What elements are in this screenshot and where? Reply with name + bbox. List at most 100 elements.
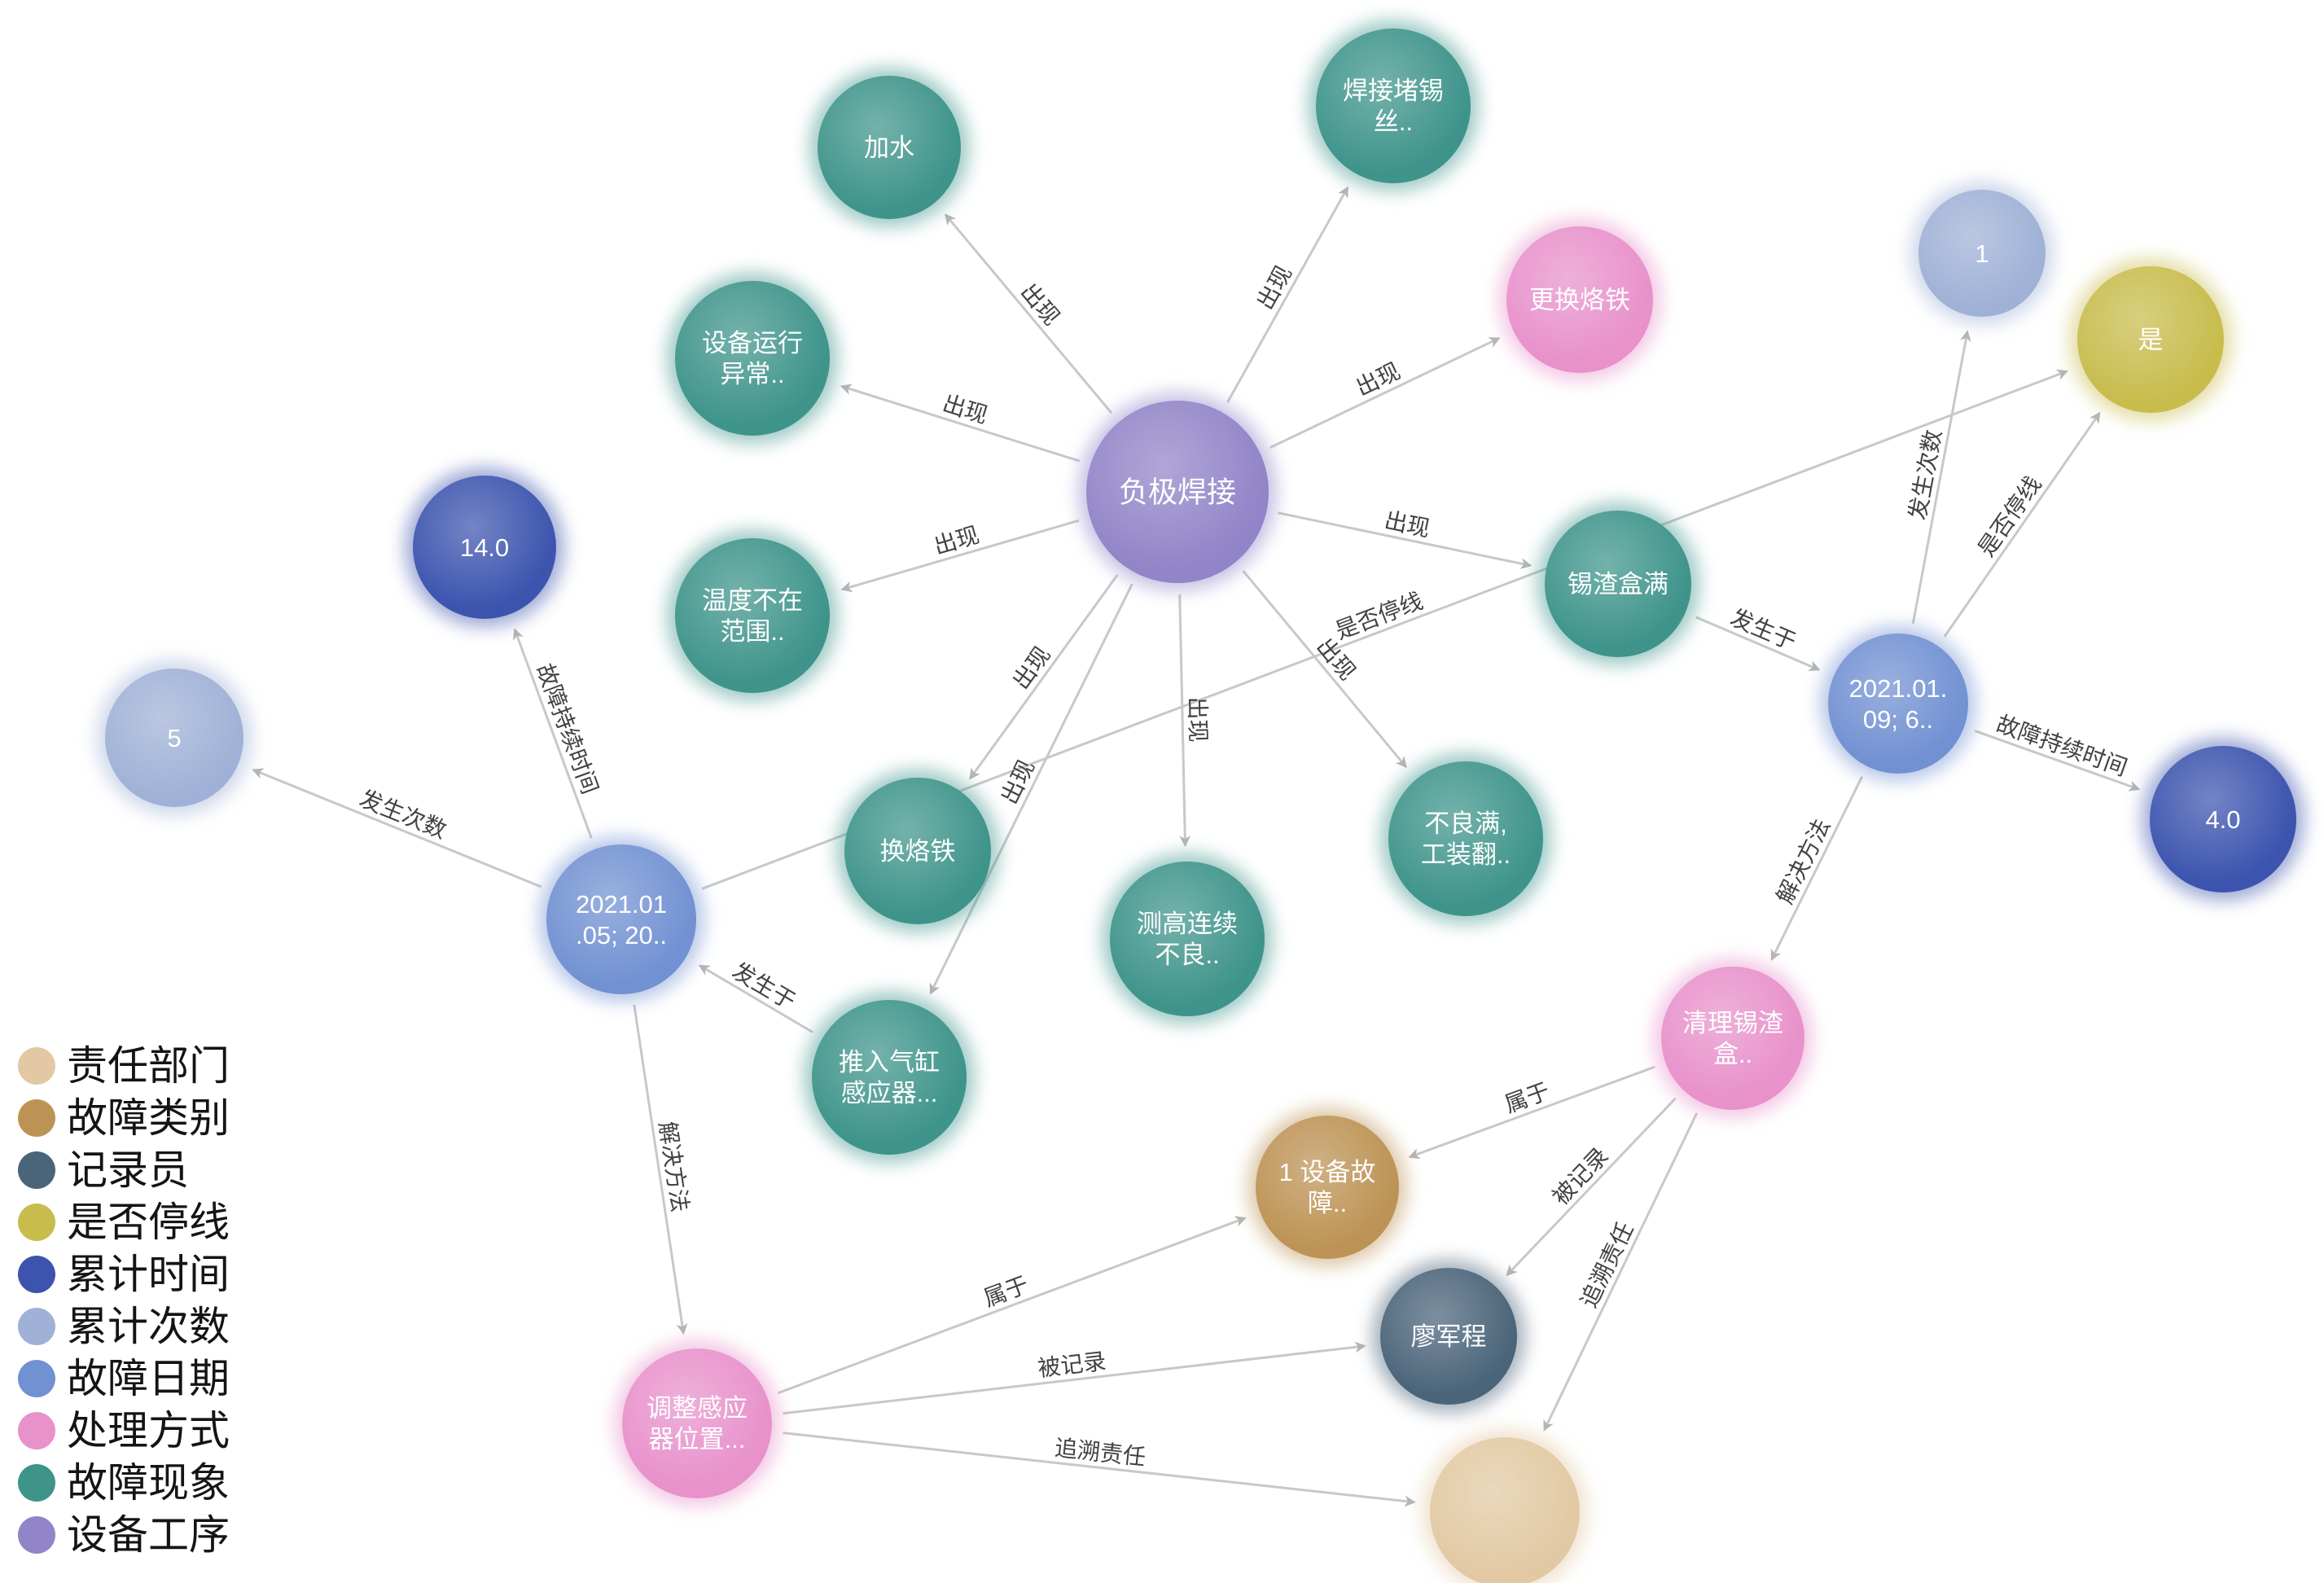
node-label: 不良满,工装翻.. — [1421, 809, 1511, 869]
graph-edge-qingli-shebeiguzhang — [1408, 1065, 1655, 1160]
legend-label: 累计时间 — [67, 1252, 230, 1297]
node-label: 温度不在范围.. — [702, 586, 803, 646]
legend-color-dot — [18, 1256, 55, 1293]
legend-label: 处理方式 — [67, 1408, 230, 1454]
graph-node-genghuanlaotie[interactable]: 更换烙铁 — [1498, 218, 1661, 381]
graph-node-liaojuncheng[interactable]: 廖军程 — [1372, 1260, 1525, 1413]
graph-edge-xizhahe-d0109 — [1695, 616, 1821, 672]
graph-edge-qingli-zerenbumen — [1543, 1112, 1699, 1432]
edge-label: 出现 — [1184, 696, 1210, 743]
node-circle — [1506, 226, 1653, 373]
graph-edge-fujihanjie-huanlaotie — [969, 574, 1119, 780]
edge-label: 出现 — [940, 391, 991, 428]
graph-node-buliangman[interactable]: 不良满,工装翻.. — [1380, 753, 1551, 924]
node-label: 1 — [1975, 239, 1989, 268]
node-circle — [1661, 967, 1804, 1110]
legend-item-process[interactable]: 设备工序 — [18, 1515, 230, 1555]
graph-node-t14[interactable]: 14.0 — [405, 467, 564, 627]
node-circle — [844, 778, 991, 924]
legend-label: 责任部门 — [67, 1043, 230, 1089]
graph-edge-d0105-c5 — [252, 768, 542, 888]
graph-edge-d0105-t14 — [512, 628, 593, 840]
graph-node-shebeiguzhang[interactable]: 1 设备故障.. — [1248, 1107, 1407, 1267]
graph-edge-fujihanjie-buliangman — [1242, 569, 1407, 769]
graph-node-qingli[interactable]: 清理锡渣盒.. — [1653, 958, 1813, 1118]
node-label: 换烙铁 — [880, 837, 956, 866]
legend-item-cum_count[interactable]: 累计次数 — [18, 1306, 230, 1347]
graph-node-cegao[interactable]: 测高连续不良.. — [1102, 853, 1273, 1024]
node-label: 加水 — [864, 134, 914, 162]
edge-label: 发生次数 — [356, 786, 449, 844]
graph-edge-fujihanjie-wendu — [840, 519, 1080, 593]
graph-edge-d0109-c1 — [1911, 330, 1971, 624]
edge-label: 是否停线 — [1332, 588, 1427, 644]
node-circle — [1430, 1437, 1580, 1583]
graph-edge-d0105-tiaozheng — [633, 1004, 688, 1335]
legend-color-dot — [18, 1360, 55, 1397]
node-circle — [1828, 634, 1968, 774]
graph-edge-fujihanjie-hanjiedu — [1226, 186, 1349, 403]
graph-node-xizhahe[interactable]: 锡渣盒满 — [1537, 502, 1699, 665]
graph-node-zerenbumen[interactable] — [1422, 1429, 1588, 1583]
graph-node-d0109[interactable]: 2021.01.09; 6.. — [1820, 625, 1976, 782]
legend-label: 记录员 — [67, 1147, 189, 1193]
legend-item-treatment[interactable]: 处理方式 — [18, 1410, 230, 1451]
node-label: 设备运行异常.. — [702, 329, 803, 388]
node-label: 5 — [167, 724, 181, 752]
graph-node-tuiru[interactable]: 推入气缸感应器... — [804, 992, 975, 1163]
node-circle — [2077, 266, 2224, 413]
node-label: 1 设备故障.. — [1279, 1158, 1376, 1217]
edge-label: 发生于 — [728, 958, 800, 1014]
legend-color-dot — [18, 1464, 55, 1502]
graph-node-hanjiedu[interactable]: 焊接堵锡丝.. — [1308, 20, 1479, 191]
graph-node-huanlaotie[interactable]: 换烙铁 — [836, 770, 999, 932]
legend-label: 累计次数 — [67, 1304, 230, 1349]
legend-item-dept[interactable]: 责任部门 — [18, 1046, 230, 1086]
graph-edge-fujihanjie-genghuanlaotie — [1269, 337, 1501, 449]
node-label: 4.0 — [2205, 805, 2240, 834]
graph-node-t4[interactable]: 4.0 — [2142, 738, 2304, 901]
legend-item-fault_class[interactable]: 故障类别 — [18, 1098, 230, 1138]
legend-color-dot — [18, 1047, 55, 1085]
legend-label: 故障现象 — [67, 1460, 230, 1506]
graph-node-shi[interactable]: 是 — [2069, 258, 2232, 421]
legend-color-dot — [18, 1308, 55, 1345]
graph-edge-d0109-shi — [1943, 411, 2101, 638]
graph-edge-tiaozheng-shebeiguzhang — [777, 1216, 1247, 1395]
edge-label: 出现 — [931, 522, 981, 559]
node-circle — [546, 844, 696, 994]
graph-node-d0105[interactable]: 2021.01.05; 20.. — [538, 836, 704, 1002]
node-circle — [1256, 1116, 1399, 1259]
node-circle — [622, 1348, 772, 1498]
node-circle — [1380, 1268, 1517, 1405]
node-label: 2021.01.05; 20.. — [576, 890, 667, 949]
graph-node-jiashui[interactable]: 加水 — [809, 68, 969, 227]
graph-node-shebeiyunxing[interactable]: 设备运行异常.. — [667, 273, 838, 444]
legend-item-fault_date[interactable]: 故障日期 — [18, 1358, 230, 1399]
node-circle — [1110, 862, 1265, 1016]
edge-label: 是否停线 — [1973, 471, 2046, 561]
graph-node-c1[interactable]: 1 — [1910, 182, 2054, 325]
legend-item-stop_line[interactable]: 是否停线 — [18, 1202, 230, 1243]
legend-item-cum_time[interactable]: 累计时间 — [18, 1254, 230, 1295]
legend-item-phenomenon[interactable]: 故障现象 — [18, 1462, 230, 1503]
edge-label: 解决方法 — [655, 1120, 693, 1213]
node-label: 调整感应器位置... — [647, 1394, 748, 1454]
node-label: 测高连续不良.. — [1137, 910, 1238, 969]
node-circle — [812, 1000, 967, 1155]
edge-label: 出现 — [1016, 278, 1065, 330]
edge-layer — [252, 186, 2141, 1507]
graph-node-wendu[interactable]: 温度不在范围.. — [667, 530, 838, 701]
graph-edge-qingli-liaojuncheng — [1506, 1097, 1677, 1277]
graph-edge-tiaozheng-liaojuncheng — [783, 1341, 1366, 1415]
node-layer: 加水焊接堵锡丝..设备运行异常..更换烙铁温度不在范围..负极焊接14.05锡渣… — [97, 20, 2304, 1583]
node-label: 14.0 — [460, 533, 509, 562]
node-circle — [413, 476, 556, 619]
legend-item-recorder[interactable]: 记录员 — [18, 1150, 230, 1191]
graph-node-c5[interactable]: 5 — [97, 660, 252, 815]
graph-edge-fujihanjie-tuiru — [929, 583, 1133, 995]
node-circle — [1918, 190, 2046, 317]
graph-node-fujihanjie[interactable]: 负极焊接 — [1078, 392, 1277, 591]
graph-node-tiaozheng[interactable]: 调整感应器位置... — [614, 1340, 780, 1506]
